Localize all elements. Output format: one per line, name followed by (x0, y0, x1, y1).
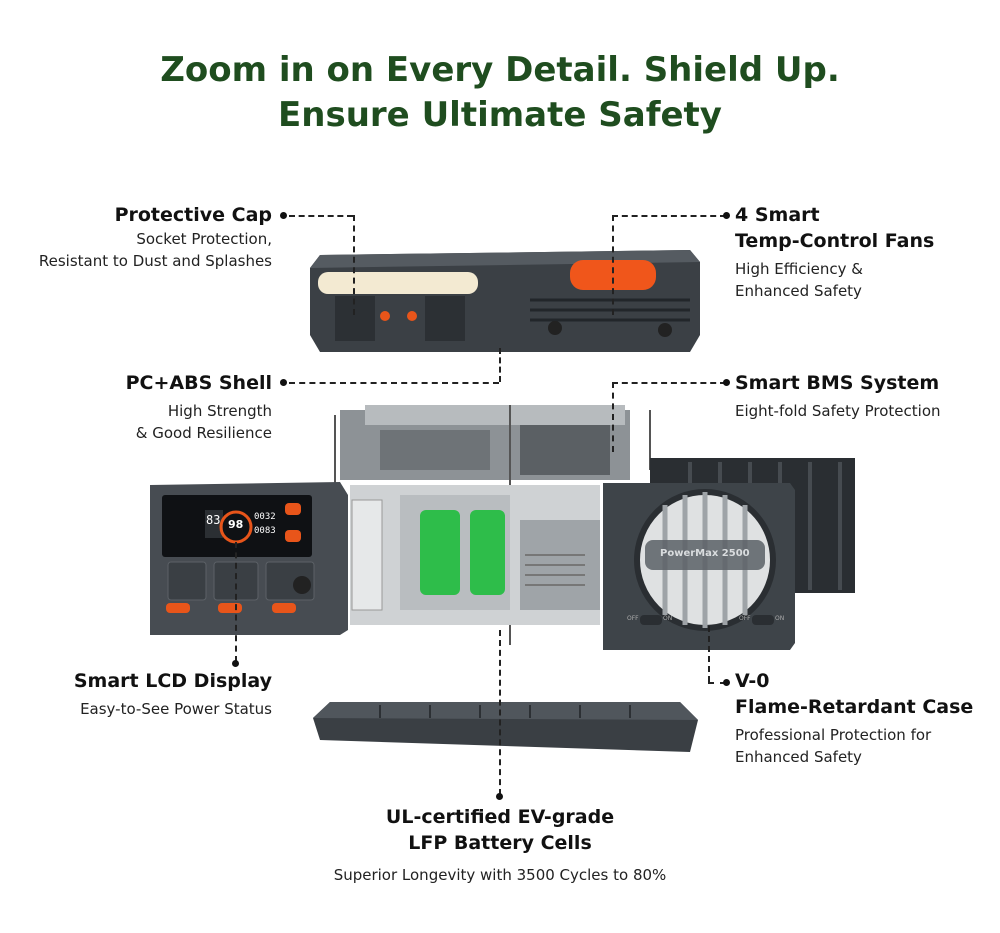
dot-protective-cap (280, 212, 287, 219)
shell-title: PC+ABS Shell (125, 372, 272, 394)
lcd-right-value-1: 0032 (254, 512, 276, 522)
callout-fans: 4 Smart Temp-Control Fans High Efficienc… (735, 202, 995, 302)
leader-fans-h (612, 215, 726, 217)
lcd-center-value: 98 (228, 518, 244, 531)
callout-protective-cap: Protective Cap Socket Protection, Resist… (0, 202, 272, 272)
fans-title2: Temp-Control Fans (735, 230, 935, 252)
bottom-tray-part (313, 702, 698, 752)
leader-shell-v (499, 348, 501, 382)
leader-case-h (708, 682, 726, 684)
fans-desc1: High Efficiency & (735, 260, 863, 278)
callout-case: V-0 Flame-Retardant Case Professional Pr… (735, 668, 997, 768)
protective-cap-part (310, 250, 700, 352)
lcd-title: Smart LCD Display (73, 670, 272, 692)
switch-off-label-2: OFF (739, 615, 751, 622)
leader-fans-v (612, 215, 614, 315)
dot-cells (496, 793, 503, 800)
lcd-desc1: Easy-to-See Power Status (80, 700, 272, 718)
case-desc2: Enhanced Safety (735, 748, 862, 766)
dot-lcd (232, 660, 239, 667)
protective-cap-title: Protective Cap (114, 204, 272, 226)
switch-off-label-1: OFF (627, 615, 639, 622)
cells-desc1: Superior Longevity with 3500 Cycles to 8… (333, 866, 667, 884)
battery-core-part (350, 485, 600, 625)
lcd-left-value: 83 (206, 513, 221, 527)
leader-bms-v (612, 382, 614, 452)
device-brand-text: PowerMax 2500 (660, 548, 750, 559)
fans-title1: 4 Smart (735, 204, 820, 226)
shell-desc2: & Good Resilience (135, 424, 272, 442)
dot-case (723, 679, 730, 686)
leader-protective-cap-h (289, 215, 353, 217)
shell-desc1: High Strength (167, 402, 272, 420)
switch-on-label-2: ON (775, 615, 785, 622)
leader-shell-h (289, 382, 499, 384)
switch-on-label-1: ON (663, 615, 673, 622)
lcd-right-value-2: 0083 (254, 526, 276, 536)
case-title1: V-0 (735, 670, 770, 692)
leader-lcd-v (235, 542, 237, 662)
fans-desc2: Enhanced Safety (735, 282, 862, 300)
leader-protective-cap-v (353, 215, 355, 315)
case-title2: Flame-Retardant Case (735, 696, 974, 718)
callout-shell: PC+ABS Shell High Strength & Good Resili… (0, 370, 272, 444)
side-case-part (603, 483, 795, 650)
dot-shell (280, 379, 287, 386)
protective-cap-desc1: Socket Protection, (136, 230, 272, 248)
headline-line2: Ensure Ultimate Safety (278, 95, 722, 135)
front-panel-part (150, 482, 348, 635)
case-desc1: Professional Protection for (735, 726, 932, 744)
cells-title2: LFP Battery Cells (408, 832, 592, 854)
cells-title1: UL-certified EV-grade (385, 806, 615, 828)
callout-cells: UL-certified EV-grade LFP Battery Cells … (0, 804, 1000, 886)
leader-case-v (708, 626, 710, 682)
headline-line1: Zoom in on Every Detail. Shield Up. (160, 50, 840, 90)
protective-cap-desc2: Resistant to Dust and Splashes (38, 252, 272, 270)
internal-frame-part (334, 405, 651, 645)
callout-bms: Smart BMS System Eight-fold Safety Prote… (735, 370, 995, 422)
leader-cells-v (499, 630, 501, 795)
leader-bms-h (612, 382, 726, 384)
dot-fans (723, 212, 730, 219)
bms-title: Smart BMS System (735, 372, 940, 394)
callout-lcd: Smart LCD Display Easy-to-See Power Stat… (0, 668, 272, 720)
bms-desc1: Eight-fold Safety Protection (735, 402, 941, 420)
dot-bms (723, 379, 730, 386)
